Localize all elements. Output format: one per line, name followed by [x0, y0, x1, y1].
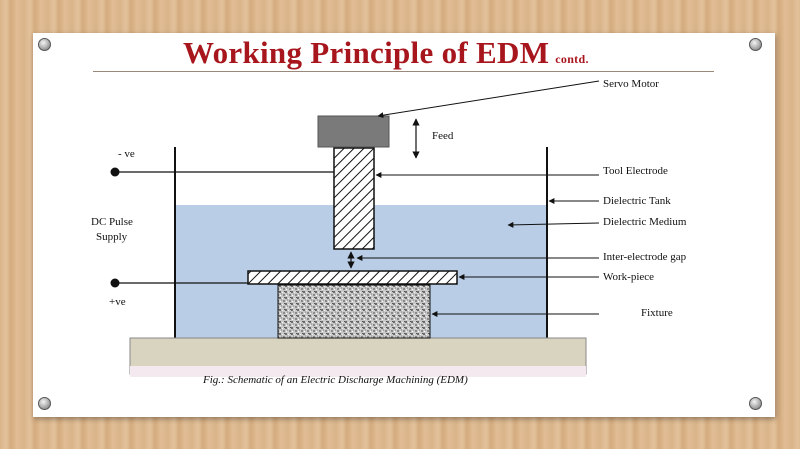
- title-suffix: contd.: [555, 52, 589, 66]
- pin-top-right: [749, 38, 762, 51]
- label-servo-motor: Servo Motor: [603, 78, 659, 90]
- workpiece: [247, 270, 458, 285]
- label-gap: Inter-electrode gap: [603, 251, 687, 263]
- label-dc-pulse-2: Supply: [96, 231, 128, 243]
- edm-schematic: Servo Motor Feed - ve DC Pulse Supply +v…: [91, 78, 687, 386]
- label-fixture: Fixture: [641, 307, 673, 319]
- pin-bottom-right: [749, 397, 762, 410]
- title-divider: [93, 71, 714, 72]
- label-dielectric-tank: Dielectric Tank: [603, 195, 671, 207]
- label-feed: Feed: [432, 130, 454, 142]
- leader-medium: [507, 221, 600, 228]
- pin-top-left: [38, 38, 51, 51]
- label-dc-pulse-1: DC Pulse: [91, 216, 133, 228]
- label-tool-electrode: Tool Electrode: [603, 165, 668, 177]
- label-positive: +ve: [109, 296, 126, 308]
- leader-servo: [377, 80, 600, 119]
- servo-motor: [317, 115, 390, 148]
- title-text: Working Principle of EDM: [183, 35, 550, 70]
- label-dielectric-medium: Dielectric Medium: [603, 216, 687, 228]
- base-lower: [130, 366, 586, 377]
- label-workpiece: Work-piece: [603, 271, 654, 283]
- figure-caption: Fig.: Schematic of an Electric Discharge…: [202, 374, 468, 386]
- label-negative: - ve: [118, 148, 135, 160]
- pin-bottom-left: [38, 397, 51, 410]
- slide-title: Working Principle of EDM contd.: [183, 35, 589, 71]
- fixture: [277, 284, 431, 339]
- tool-electrode: [333, 147, 375, 250]
- slide: Working Principle of EDM contd.: [33, 33, 775, 417]
